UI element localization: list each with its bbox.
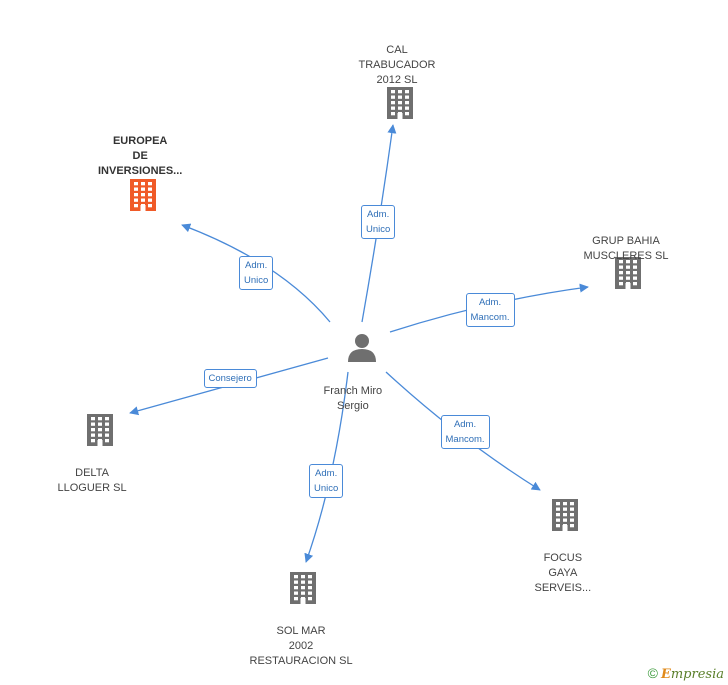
relation-label-focus: Adm.Mancom. — [440, 415, 490, 449]
building-icon[interactable] — [87, 414, 113, 446]
relation-label-sol: Adm.Unico — [309, 464, 344, 498]
relation-label-grup: Adm.Mancom. — [465, 293, 515, 327]
building-icon[interactable] — [130, 179, 156, 211]
relation-label-europea: Adm.Unico — [239, 256, 274, 290]
person-icon[interactable] — [348, 334, 376, 362]
relation-label-delta: Consejero — [203, 368, 257, 388]
copyright-symbol: © — [647, 665, 658, 681]
relation-label-cal: Adm.Unico — [361, 205, 396, 239]
footer-brand[interactable]: ©Empresia — [648, 665, 724, 682]
building-icon[interactable] — [615, 257, 641, 289]
building-icon[interactable] — [290, 572, 316, 604]
brand-logo: Empresia — [660, 667, 724, 682]
building-icon[interactable] — [387, 87, 413, 119]
building-icon[interactable] — [552, 499, 578, 531]
